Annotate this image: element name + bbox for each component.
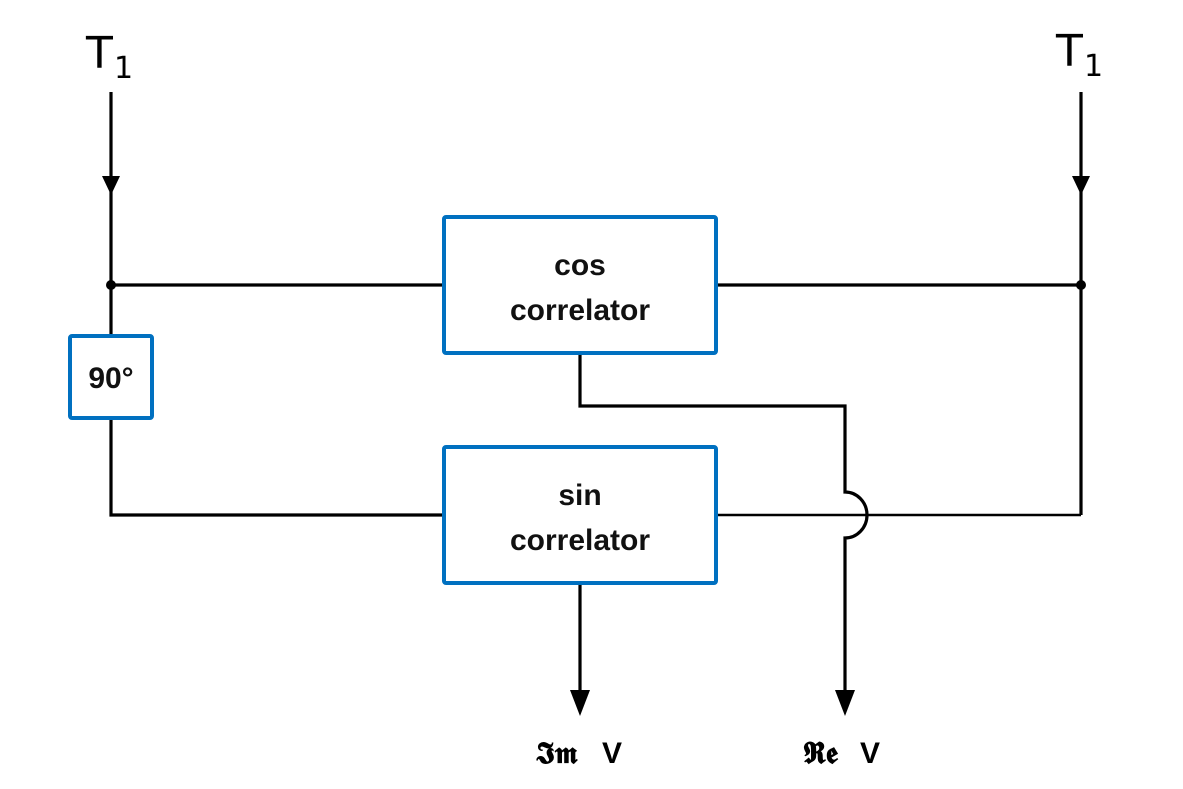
left-input-arrow-icon [102,176,120,195]
right-input-label: T 1 [1055,26,1103,84]
right-input-arrow-icon [1072,176,1090,195]
cos-correlator-label-line1: cos [554,249,606,282]
sin-correlator-box: sin correlator [442,445,718,585]
re-variable: V [860,737,880,770]
re-output-arrow-icon [835,690,855,716]
cos-correlator-label-line2: correlator [510,294,650,327]
left-input-label: T 1 [85,28,133,86]
re-symbol: 𝕽𝖊 [803,736,839,771]
cos-correlator-box: cos correlator [442,215,718,355]
sin-correlator-label-line2: correlator [510,524,650,557]
right-input-symbol: T [1055,26,1083,77]
im-variable: V [602,737,622,770]
left-input-subscript: 1 [114,51,133,86]
cos-output-wire [578,354,869,690]
phase-shifter-label: 90° [88,362,133,395]
im-symbol: 𝕴𝖒 [536,736,578,771]
right-input-subscript: 1 [1084,49,1103,84]
im-output-arrow-icon [570,690,590,716]
phase-shifter-box: 90° [68,334,154,420]
im-v-output-label: 𝕴𝖒 V [536,736,622,771]
re-v-output-label: 𝕽𝖊 V [803,736,880,771]
left-input-symbol: T [85,28,113,79]
phase-to-sin-wire [109,418,445,517]
sin-correlator-label-line1: sin [558,479,601,512]
